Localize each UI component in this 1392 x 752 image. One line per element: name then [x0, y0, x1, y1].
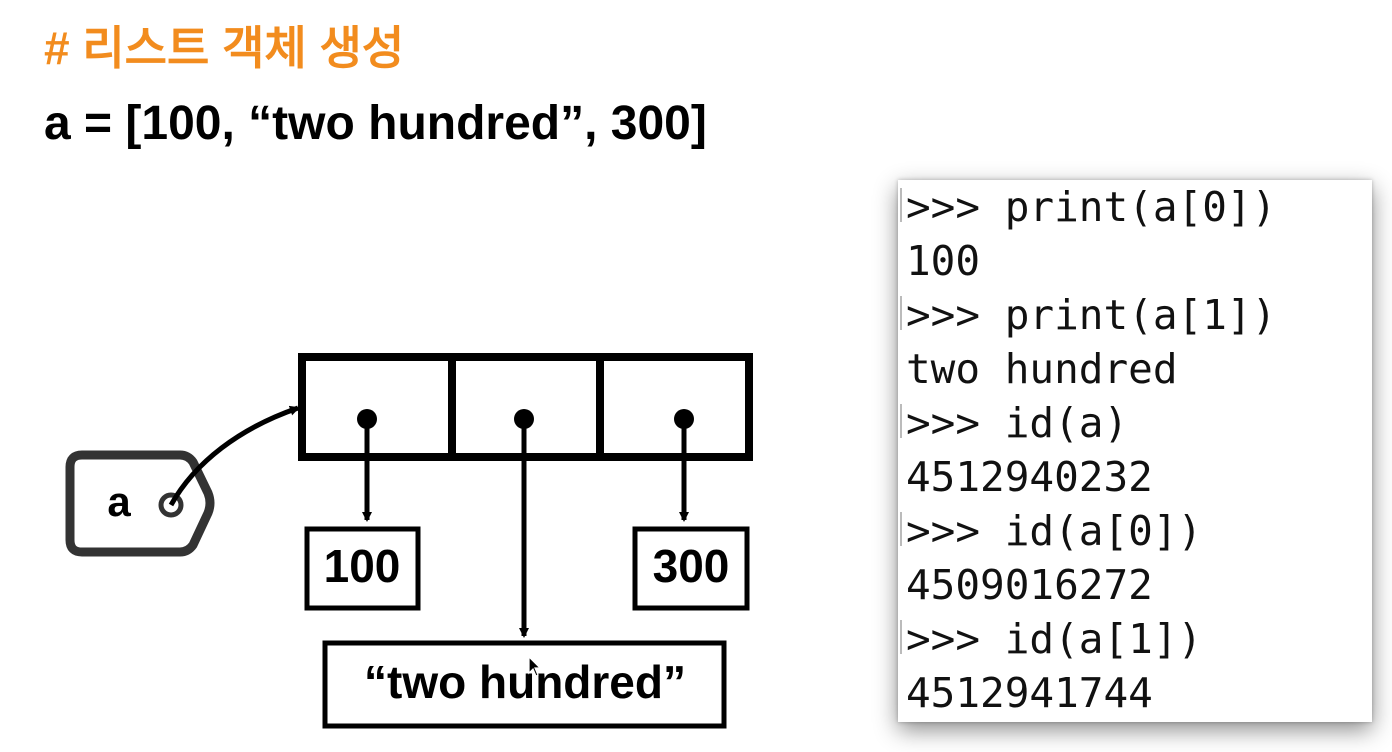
terminal-line: >>> id(a[0]) — [906, 507, 1203, 555]
reference-arrow — [168, 405, 300, 507]
value-box-300 — [632, 526, 750, 611]
variable-tag-label: a — [107, 478, 131, 525]
terminal-line: 4509016272 — [906, 561, 1153, 609]
terminal-line: 4512941744 — [906, 669, 1153, 717]
terminal-line: >>> id(a) — [906, 399, 1129, 447]
terminal-line: two hundred — [906, 345, 1178, 393]
terminal-line: >>> print(a[1]) — [906, 291, 1277, 339]
list-object-diagram: a 100 300 “two hundred” — [65, 353, 753, 729]
value-string-label: “two hundred” — [364, 656, 686, 708]
value-box-string — [322, 640, 727, 729]
mouse-cursor-icon — [528, 656, 542, 677]
value-box-100 — [304, 526, 421, 611]
terminal-line: >>> print(a[0]) — [906, 183, 1277, 231]
terminal-line: 100 — [906, 237, 981, 285]
list-cell — [298, 353, 456, 461]
value-300-label: 300 — [653, 540, 730, 592]
prompt-marker — [900, 620, 902, 654]
variable-tag — [65, 450, 215, 557]
value-100-label: 100 — [324, 540, 401, 592]
code-statement: a = [100, “two hundred”, 300] — [44, 97, 707, 150]
slide-title: # 리스트 객체 생성 — [44, 22, 405, 74]
terminal-line: 4512940232 — [906, 453, 1153, 501]
prompt-marker — [900, 512, 902, 546]
terminal-line: >>> id(a[1]) — [906, 615, 1203, 663]
terminal-window: >>> print(a[0]) 100 >>> print(a[1]) two … — [898, 180, 1372, 722]
prompt-marker — [900, 296, 902, 330]
list-cell — [596, 353, 753, 461]
prompt-marker — [900, 404, 902, 438]
prompt-marker — [900, 188, 902, 222]
